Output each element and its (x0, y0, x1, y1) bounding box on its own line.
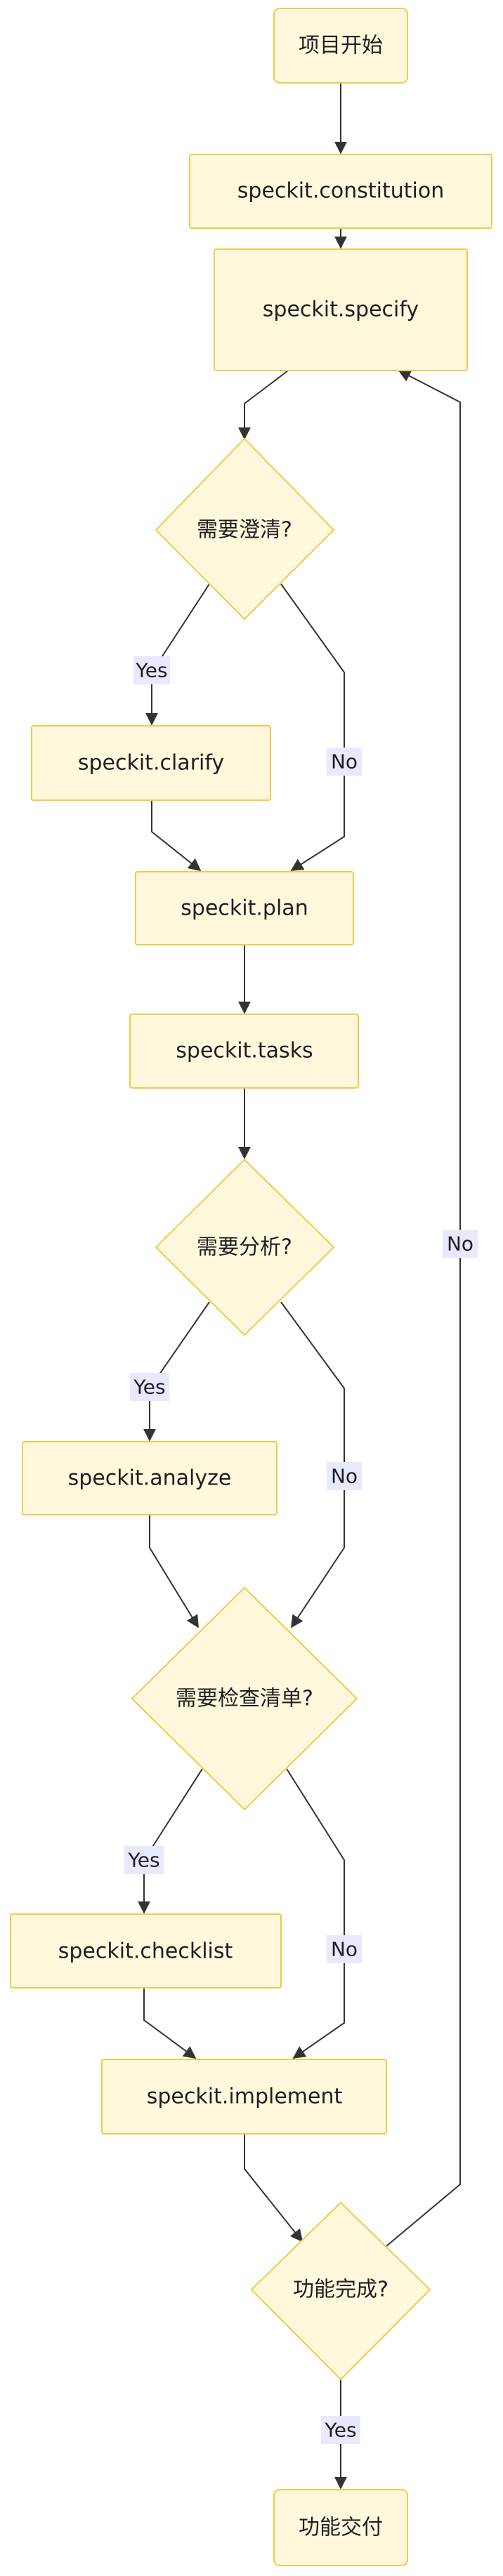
node-implement-label: speckit.implement (147, 2085, 343, 2109)
node-done-question: 功能完成? (250, 2201, 431, 2381)
node-specify-label: speckit.specify (263, 298, 419, 322)
edge-checklist-q-no (286, 1768, 345, 2059)
edge-checklist-implement (143, 1988, 197, 2059)
node-deliver-label: 功能交付 (299, 2516, 383, 2540)
edge-implement-done-q (244, 2134, 303, 2243)
node-checklist: speckit.checklist (10, 1913, 282, 1989)
edge-label-done-no: No (447, 1233, 473, 1256)
node-start: 项目开始 (273, 8, 408, 84)
edge-checklist-q-yes (138, 1768, 203, 1914)
node-analyze-question-label: 需要分析? (197, 1235, 292, 1260)
node-analyze-label: speckit.analyze (68, 1466, 232, 1491)
node-tasks-label: speckit.tasks (176, 1039, 313, 1063)
node-start-label: 项目开始 (299, 34, 383, 58)
node-analyze: speckit.analyze (22, 1441, 277, 1515)
node-checklist-label: speckit.checklist (58, 1939, 233, 1964)
edge-clarify-q-no (280, 583, 345, 871)
edge-clarify-q-yes (145, 583, 210, 726)
node-tasks: speckit.tasks (129, 1014, 359, 1089)
node-constitution-label: speckit.constitution (237, 179, 444, 204)
node-clarify: speckit.clarify (31, 725, 271, 801)
node-analyze-question: 需要分析? (155, 1158, 335, 1336)
node-implement: speckit.implement (101, 2059, 387, 2135)
edge-label-done-yes: Yes (324, 2419, 356, 2442)
edge-label-analyze-no: No (331, 1465, 358, 1488)
edge-label-checklist-no: No (331, 1938, 358, 1961)
node-clarify-question: 需要澄清? (155, 437, 335, 620)
node-specify: speckit.specify (214, 248, 468, 371)
edge-analyze-q-yes (143, 1301, 210, 1442)
node-clarify-question-label: 需要澄清? (197, 518, 292, 543)
edge-clarify-plan (151, 800, 202, 872)
edge-done-q-no-loop (386, 370, 461, 2247)
node-plan: speckit.plan (135, 871, 354, 945)
edge-label-checklist-yes: Yes (127, 1849, 159, 1872)
node-done-question-label: 功能完成? (293, 2278, 388, 2302)
edge-specify-clarify-q (238, 370, 289, 440)
node-constitution: speckit.constitution (189, 154, 492, 229)
node-checklist-question: 需要检查清单? (131, 1586, 358, 1811)
edge-label-clarify-no: No (331, 750, 358, 774)
node-clarify-label: speckit.clarify (78, 751, 224, 776)
node-deliver: 功能交付 (273, 2489, 408, 2566)
node-plan-label: speckit.plan (181, 896, 308, 921)
node-checklist-question-label: 需要检查清单? (176, 1687, 313, 1711)
edge-labels: Yes No Yes No Yes No No Yes (124, 656, 478, 2444)
edge-label-clarify-yes: Yes (135, 659, 167, 682)
edge-analyze-checklist-q (149, 1515, 199, 1628)
edge-label-analyze-yes: Yes (133, 1376, 165, 1399)
